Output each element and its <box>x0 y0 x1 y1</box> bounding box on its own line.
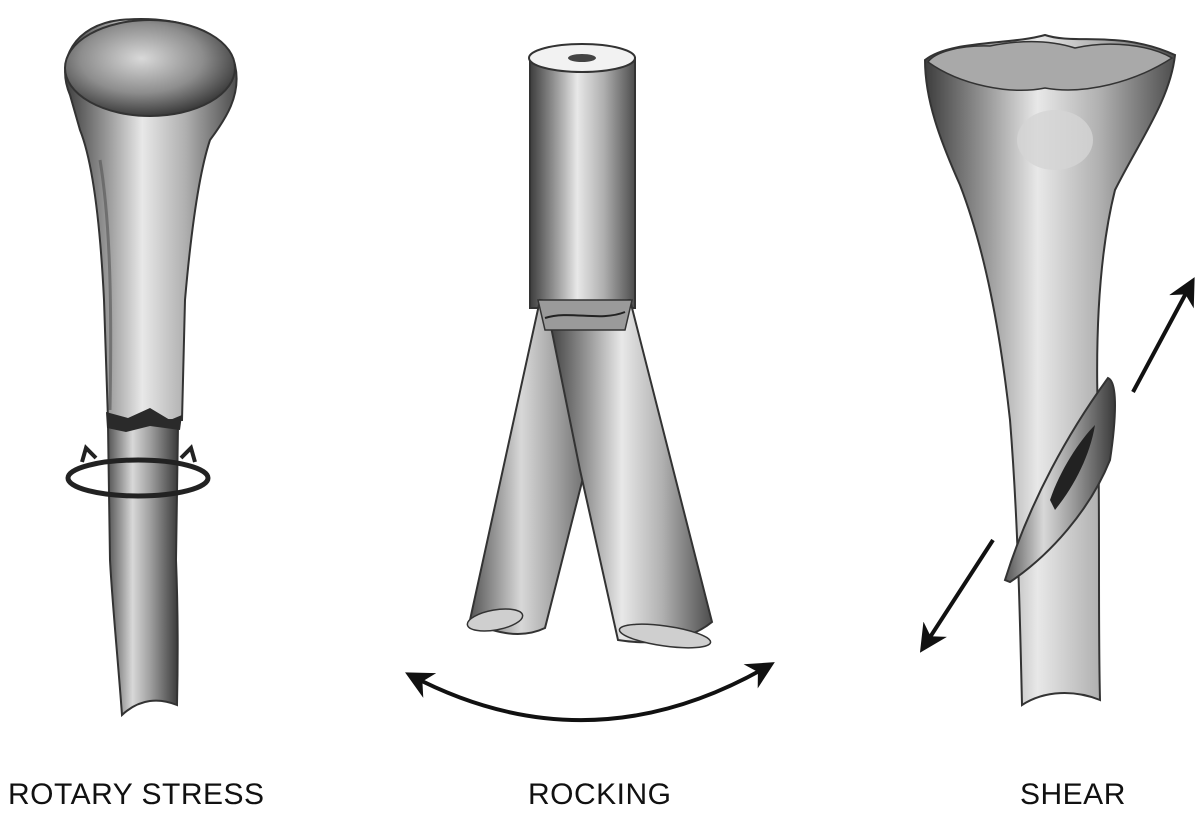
curved-double-arrow-icon <box>410 665 770 720</box>
humerus-bone-illustration <box>65 19 237 715</box>
caption-rocking: ROCKING <box>528 778 672 812</box>
rocking-bone-illustration <box>466 44 712 652</box>
tibia-bone-illustration <box>925 35 1175 705</box>
caption-rotary-stress: ROTARY STRESS <box>8 778 265 812</box>
caption-shear: SHEAR <box>1020 778 1126 812</box>
